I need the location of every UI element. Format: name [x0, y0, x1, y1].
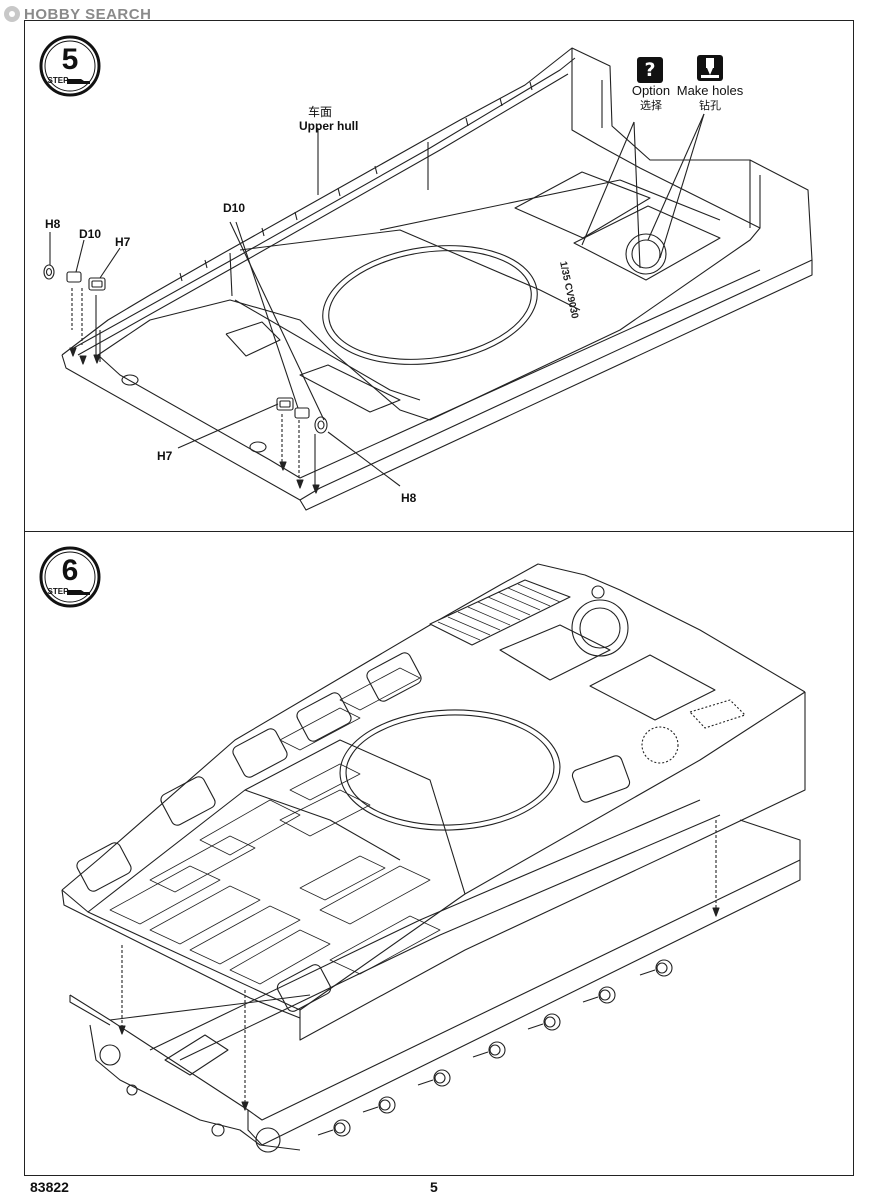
part-label-h7-mid: H7	[157, 449, 173, 463]
part-label-h8-left: H8	[45, 217, 61, 231]
question-mark-icon: ?	[637, 57, 663, 83]
upper-hull-label-cn: 车面	[308, 105, 333, 119]
step-5-word: STEP	[48, 76, 70, 85]
option-label-cn: 选择	[640, 100, 662, 112]
step-6-number: 6	[62, 554, 79, 587]
hull-marking: 1/35 CV9030	[557, 260, 580, 320]
make-holes-label-en: Make holes	[676, 83, 744, 98]
step-6-badge: 6 STEP	[39, 546, 101, 608]
step-6-word: STEP	[48, 587, 70, 596]
option-label-en: Option	[631, 83, 671, 98]
part-label-d10-left: D10	[79, 227, 102, 241]
step-5-number: 5	[62, 43, 79, 76]
product-code: 83822	[30, 1179, 69, 1195]
part-label-h8-right: H8	[401, 491, 417, 505]
full-hull-drawing	[61, 563, 806, 1153]
hobby-search-logo-icon	[4, 6, 20, 22]
hull-hatches	[76, 652, 631, 1012]
step-5-panel: 5 STEP ? Option 选择 Make holes 钻孔 车面 Uppe…	[24, 20, 854, 532]
tank-silhouette-icon	[67, 79, 90, 84]
upper-hull-label-en: Upper hull	[299, 119, 359, 133]
suspension-arms	[317, 959, 673, 1137]
watermark-text: HOBBY SEARCH	[24, 5, 152, 23]
glacis-panels	[109, 667, 441, 985]
step-5-badge: 5 STEP	[39, 35, 101, 97]
drill-icon	[697, 55, 723, 81]
part-label-h7-left: H7	[115, 235, 131, 249]
page-number: 5	[430, 1179, 438, 1195]
part-label-d10-mid: D10	[223, 201, 246, 215]
watermark: HOBBY SEARCH	[4, 4, 151, 24]
rim-rivets	[179, 81, 533, 282]
make-holes-label-cn: 钻孔	[699, 100, 721, 112]
tank-silhouette-icon	[67, 590, 90, 595]
upper-hull-drawing: 1/35 CV9030	[43, 47, 813, 511]
